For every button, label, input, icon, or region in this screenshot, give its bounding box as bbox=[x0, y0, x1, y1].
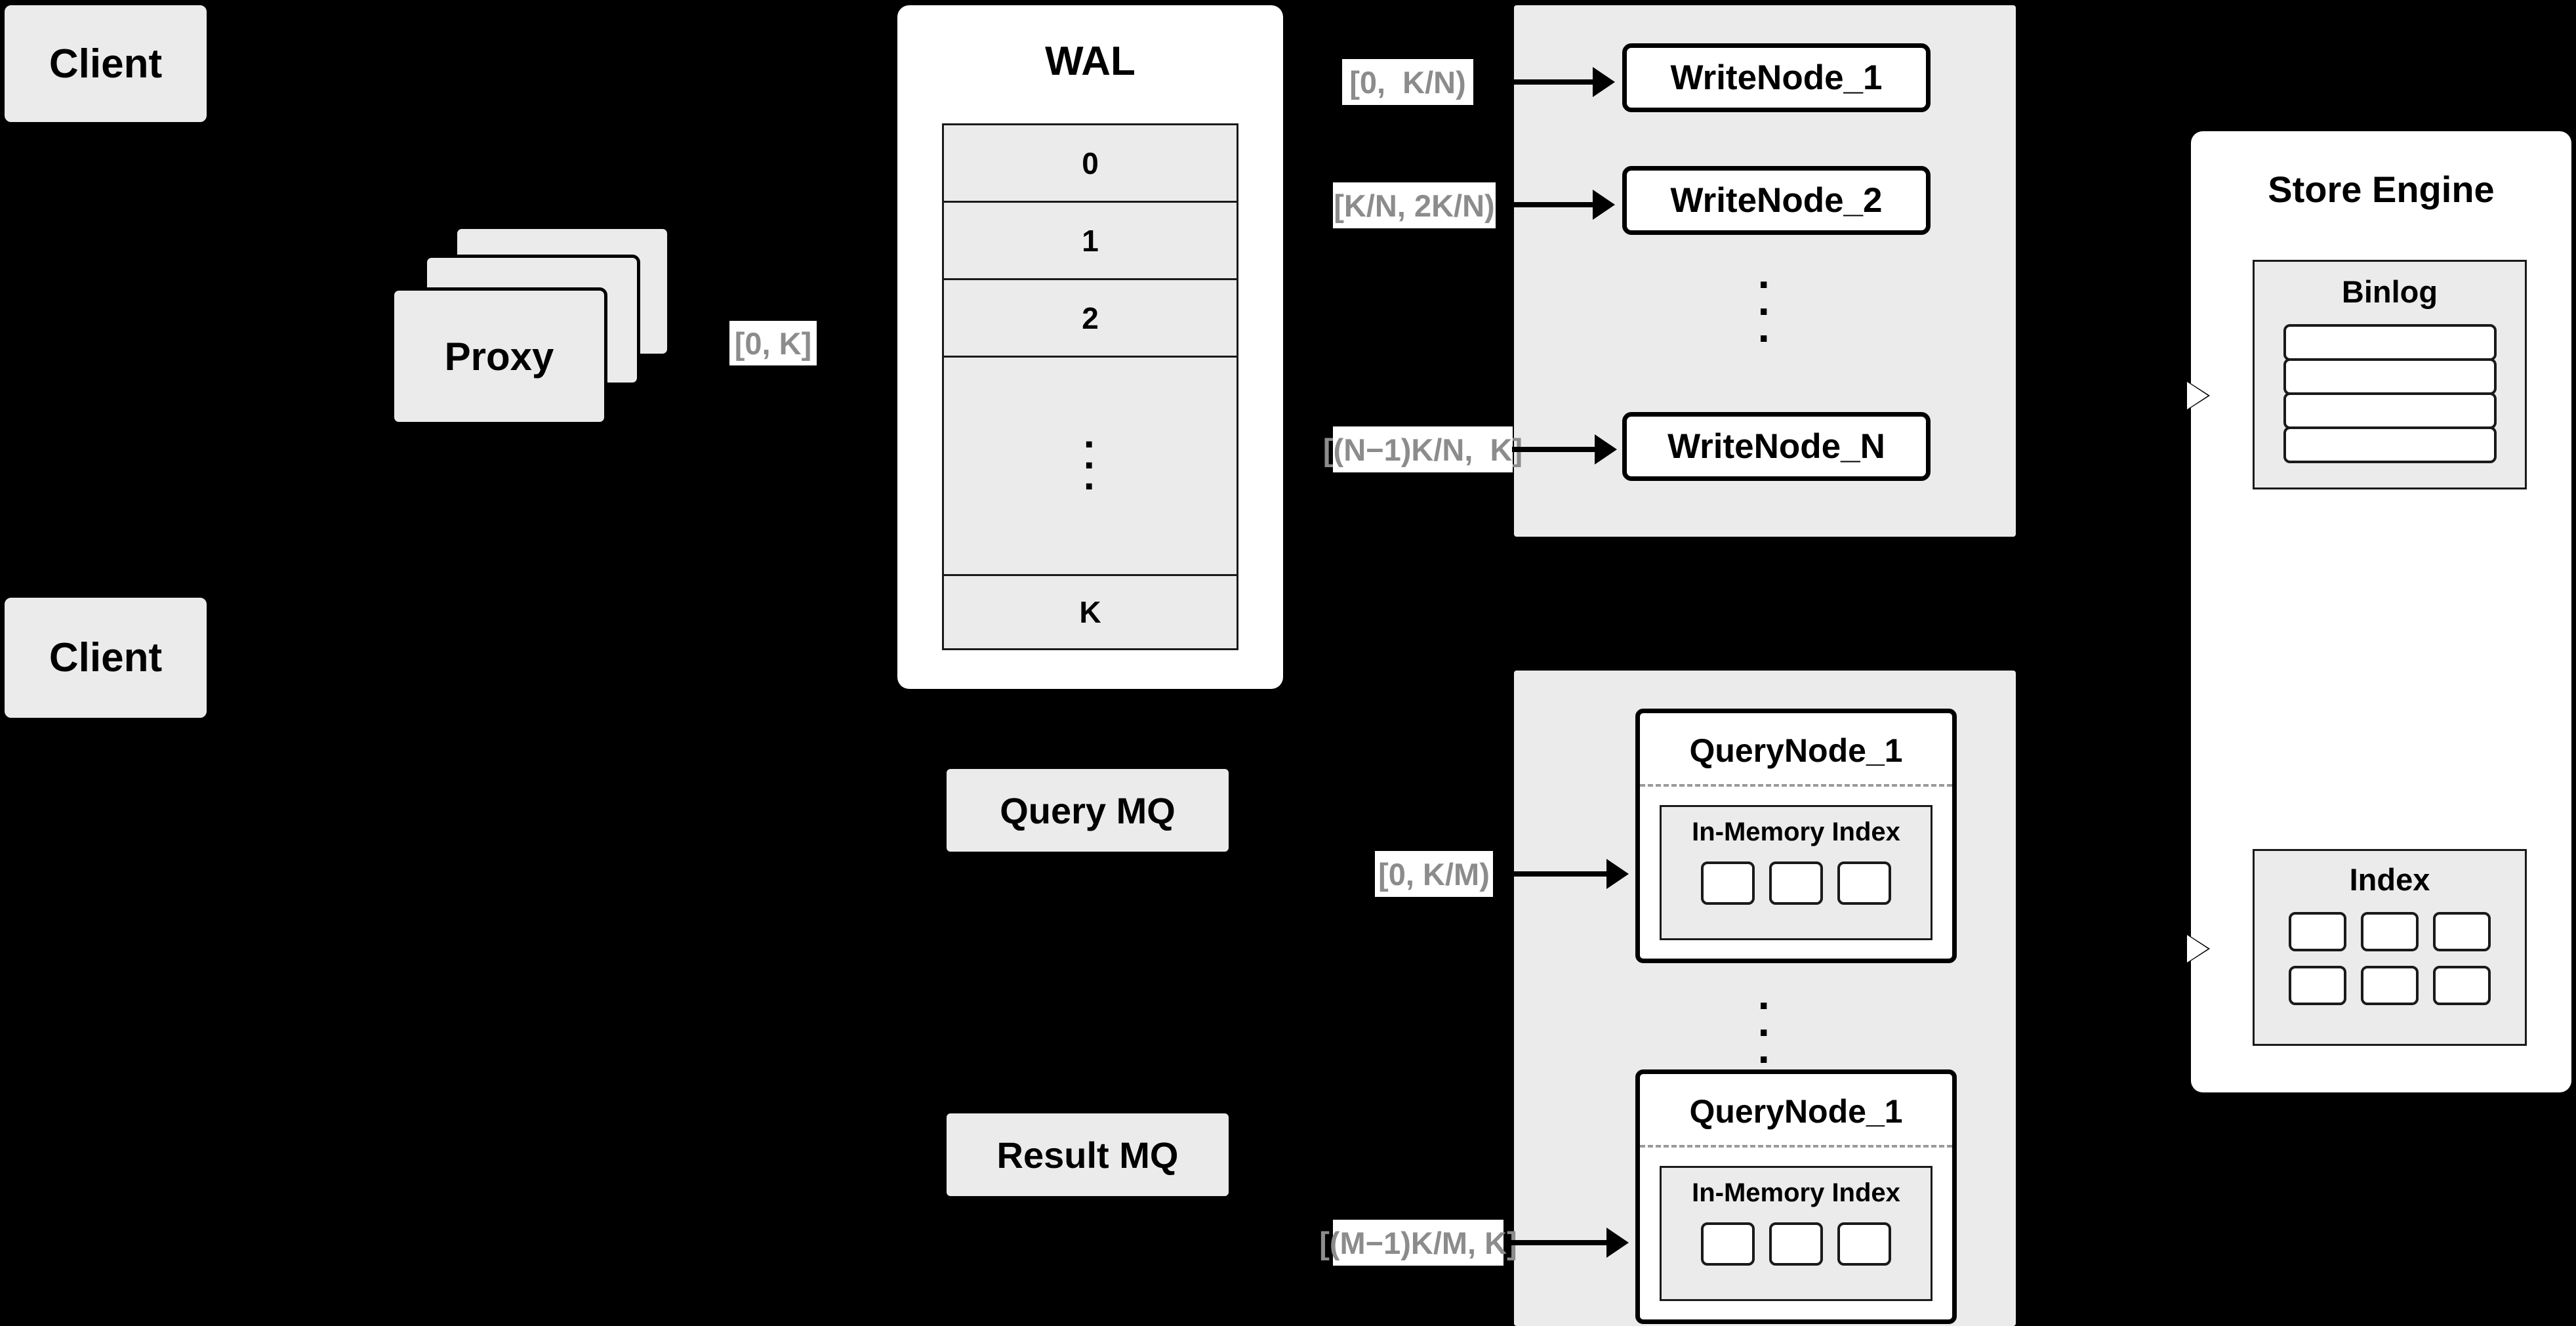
query-range-chip-1: [0, K/M) bbox=[1375, 851, 1493, 897]
write-node-2[interactable]: WriteNode_2 bbox=[1622, 166, 1931, 235]
query-node-1-label: QueryNode_1 bbox=[1689, 732, 1903, 769]
query-node-1-index-title: In-Memory Index bbox=[1692, 818, 1900, 846]
wal-entry-last[interactable]: K bbox=[942, 576, 1238, 650]
binlog-title: Binlog bbox=[2341, 274, 2438, 309]
index-slot[interactable] bbox=[2433, 966, 2491, 1005]
query-node-1-separator bbox=[1640, 784, 1952, 787]
write-node-1[interactable]: WriteNode_1 bbox=[1622, 43, 1931, 112]
write-range-chip-2: [K/N, 2K/N) bbox=[1333, 182, 1496, 228]
binlog-group: Binlog bbox=[2253, 260, 2527, 489]
write-node-1-label: WriteNode_1 bbox=[1670, 58, 1883, 97]
index-group: Index bbox=[2253, 849, 2527, 1046]
index-slot[interactable] bbox=[2361, 912, 2419, 951]
query-node-1-index-slot[interactable] bbox=[1701, 861, 1755, 905]
query-node-cluster: QueryNode_1 In-Memory Index · · · QueryN… bbox=[1514, 671, 2016, 1326]
write-arrow-n bbox=[1512, 367, 1669, 486]
index-slot[interactable] bbox=[2289, 966, 2346, 1005]
proxy-card-front[interactable]: Proxy bbox=[391, 287, 607, 425]
proxy-range-label: [0, K] bbox=[734, 325, 812, 361]
write-range-chip-1: [0, K/N) bbox=[1342, 59, 1473, 105]
query-node-m-separator bbox=[1640, 1145, 1952, 1148]
query-node-m-inmemory-index: In-Memory Index bbox=[1660, 1166, 1932, 1301]
query-node-m[interactable]: QueryNode_1 In-Memory Index bbox=[1635, 1069, 1957, 1324]
write-node-cluster-ellipsis: · · · bbox=[1757, 260, 1772, 362]
client-label-2: Client bbox=[49, 635, 163, 680]
write-node-2-label: WriteNode_2 bbox=[1670, 181, 1883, 220]
query-arrow-m bbox=[1503, 1202, 1674, 1287]
query-mq-box[interactable]: Query MQ bbox=[947, 769, 1229, 852]
query-node-1-index-slot[interactable] bbox=[1769, 861, 1823, 905]
wal-entry-0[interactable]: 0 bbox=[942, 123, 1238, 203]
query-mq-label: Query MQ bbox=[1000, 789, 1176, 831]
wal-entry-ellipsis: · · · bbox=[942, 358, 1238, 576]
wal-title: WAL bbox=[1045, 39, 1135, 84]
query-node-1[interactable]: QueryNode_1 In-Memory Index bbox=[1635, 709, 1957, 963]
index-slot[interactable] bbox=[2433, 912, 2491, 951]
write-range-chip-n: [(N−1)K/N, K] bbox=[1323, 426, 1523, 472]
query-node-1-index-slot[interactable] bbox=[1837, 861, 1891, 905]
client-box-1[interactable]: Client bbox=[5, 5, 207, 122]
wal-ellipsis-dots: · · · bbox=[1083, 421, 1097, 510]
query-node-m-label: QueryNode_1 bbox=[1689, 1093, 1903, 1130]
index-slot[interactable] bbox=[2289, 912, 2346, 951]
proxy-stack[interactable]: Proxy bbox=[380, 210, 682, 440]
query-range-chip-m: [(M−1)K/M, K] bbox=[1319, 1220, 1517, 1266]
wal-entry-1[interactable]: 1 bbox=[942, 203, 1238, 280]
store-engine-title: Store Engine bbox=[2268, 169, 2495, 210]
index-inbound-arrow bbox=[2140, 924, 2258, 983]
query-node-m-index-title: In-Memory Index bbox=[1692, 1178, 1900, 1207]
wal-entry-list: 0 1 2 · · · K bbox=[942, 123, 1238, 650]
write-arrow-2 bbox=[1496, 125, 1653, 243]
result-mq-label: Result MQ bbox=[996, 1134, 1179, 1176]
binlog-row[interactable] bbox=[2283, 324, 2497, 361]
proxy-range-chip: [0, K] bbox=[729, 321, 817, 365]
write-node-n[interactable]: WriteNode_N bbox=[1622, 412, 1931, 481]
binlog-inbound-arrow bbox=[2140, 371, 2258, 430]
store-engine-panel: Store Engine Binlog Index bbox=[2191, 131, 2571, 1092]
binlog-row[interactable] bbox=[2283, 392, 2497, 429]
query-node-m-index-slot[interactable] bbox=[1701, 1222, 1755, 1266]
proxy-label: Proxy bbox=[444, 334, 554, 379]
write-arrow-1 bbox=[1476, 0, 1646, 118]
client-box-2[interactable]: Client bbox=[5, 598, 207, 718]
query-node-1-inmemory-index: In-Memory Index bbox=[1660, 805, 1932, 940]
wal-panel: WAL 0 1 2 · · · K bbox=[897, 5, 1283, 689]
write-node-n-label: WriteNode_N bbox=[1667, 427, 1885, 466]
wal-entry-2[interactable]: 2 bbox=[942, 280, 1238, 358]
query-node-cluster-ellipsis: · · · bbox=[1757, 981, 1772, 1083]
index-slot[interactable] bbox=[2361, 966, 2419, 1005]
binlog-row[interactable] bbox=[2283, 358, 2497, 395]
client-label-1: Client bbox=[49, 41, 163, 87]
query-arrow-1 bbox=[1493, 833, 1664, 919]
index-title: Index bbox=[2349, 862, 2430, 897]
result-mq-box[interactable]: Result MQ bbox=[947, 1113, 1229, 1196]
binlog-row[interactable] bbox=[2283, 426, 2497, 463]
query-node-m-index-slot[interactable] bbox=[1837, 1222, 1891, 1266]
query-node-m-index-slot[interactable] bbox=[1769, 1222, 1823, 1266]
